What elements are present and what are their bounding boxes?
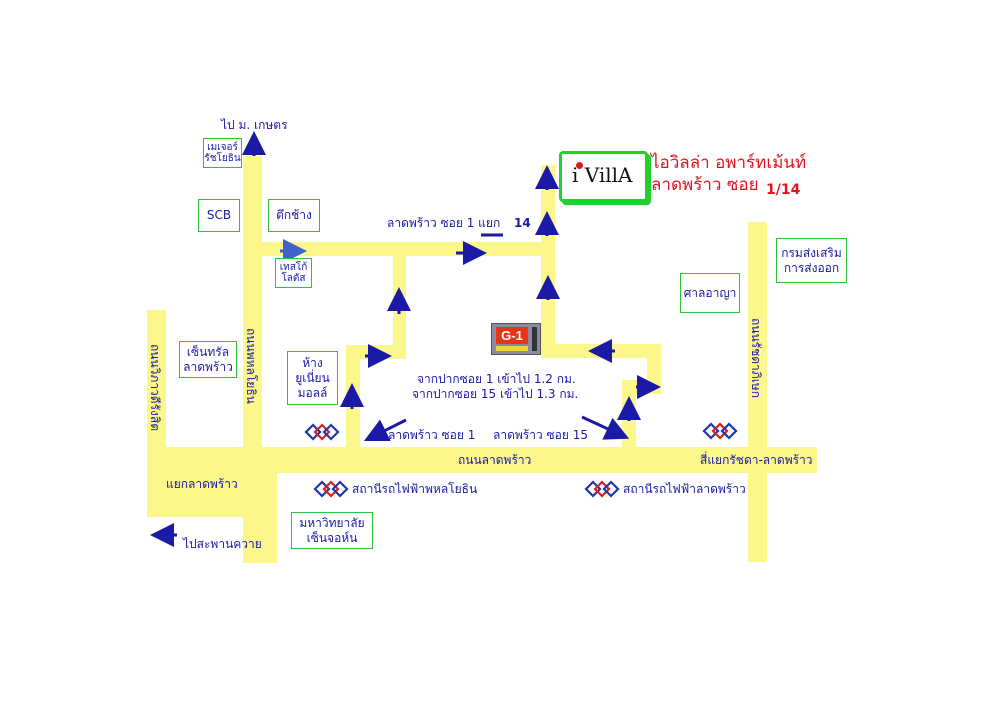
label-to-ku: ไป ม. เกษตร bbox=[221, 118, 288, 132]
landmark-criminal-court: ศาลอาญา bbox=[680, 273, 740, 313]
direction-arrows bbox=[150, 131, 661, 547]
label-ladprao-intersection: แยกลาดพร้าว bbox=[166, 477, 238, 491]
label-soi1-yaek14-num: 14 bbox=[514, 216, 531, 230]
label-ratchada-intersection: สี่แยกรัชดา-ลาดพร้าว bbox=[700, 453, 813, 467]
union-line2: ยูเนี่ยน bbox=[295, 370, 330, 385]
scb-label: SCB bbox=[206, 208, 232, 222]
univ-line1: มหาวิทยาลัย bbox=[299, 515, 365, 530]
label-to-saphan-khwai: ไปสะพานควาย bbox=[183, 537, 262, 551]
central-line1: เซ็นทรัล bbox=[186, 344, 230, 359]
bts-logos bbox=[304, 422, 738, 498]
label-soi1: ลาดพร้าว ซอย 1 bbox=[388, 428, 476, 442]
road-ratchadaphisek bbox=[748, 222, 767, 562]
major-line1: เมเจอร์ bbox=[207, 142, 238, 153]
tesco-line2: โลตัส bbox=[281, 273, 306, 284]
ivilla-logo: i VillA bbox=[559, 151, 648, 202]
road-top-stub bbox=[243, 156, 262, 178]
g1-sign: G-1 bbox=[491, 323, 541, 355]
label-bts-phahonyothin: สถานีรถไฟฟ้าพหลโยธิน bbox=[352, 482, 478, 496]
label-ladprao-road: ถนนลาดพร้าว bbox=[458, 453, 532, 467]
major-line2: รัชโยธิน bbox=[204, 153, 241, 164]
bts-logo-2 bbox=[702, 422, 738, 440]
road-vibhavadi bbox=[147, 310, 166, 450]
court-label: ศาลอาญา bbox=[683, 285, 737, 300]
export-line2: การส่งออก bbox=[783, 260, 840, 275]
bts-logo-4 bbox=[584, 480, 620, 498]
label-ratchadaphisek: ถนนรัชดาภิเษก bbox=[749, 318, 763, 398]
union-line1: ห้าง bbox=[302, 355, 323, 370]
tesco-line1: เทสโก้ bbox=[279, 262, 308, 273]
landmark-central-ladprao: เซ็นทรัล ลาดพร้าว bbox=[179, 341, 237, 378]
g1-sign-strip bbox=[496, 346, 528, 351]
arrow-soi15-entry bbox=[581, 415, 630, 440]
bts-logo-1 bbox=[304, 423, 340, 441]
title-line2: ลาดพร้าว ซอย bbox=[651, 175, 759, 195]
central-line2: ลาดพร้าว bbox=[183, 359, 233, 374]
logo-text: i VillA bbox=[572, 163, 633, 187]
title-soi-number: 1/14 bbox=[766, 182, 801, 198]
arrow-soi1-entry bbox=[363, 418, 407, 442]
landmark-union-mall: ห้าง ยูเนี่ยน มอลล์ bbox=[287, 351, 338, 405]
union-line3: มอลล์ bbox=[297, 385, 328, 400]
label-bts-ladprao: สถานีรถไฟฟ้าลาดพร้าว bbox=[623, 482, 746, 496]
label-distance-soi15: จากปากซอย 15 เข้าไป 1.3 กม. bbox=[412, 387, 579, 401]
bts-logo-3 bbox=[313, 480, 349, 498]
g1-sign-side bbox=[532, 327, 537, 351]
logo-dot-icon bbox=[576, 162, 583, 169]
landmark-export-dept: กรมส่งเสริม การส่งออก bbox=[776, 238, 847, 283]
landmark-elephant-building: ตึกช้าง bbox=[268, 199, 320, 232]
export-line1: กรมส่งเสริม bbox=[781, 245, 842, 260]
univ-line2: เซ็นจอห์น bbox=[306, 530, 358, 545]
landmark-st-john-univ: มหาวิทยาลัย เซ็นจอห์น bbox=[291, 512, 373, 549]
g1-sign-text: G-1 bbox=[496, 327, 528, 344]
label-vibhavadi: ถนนวิภาวดีรังสิต bbox=[148, 344, 162, 432]
landmark-major-cineplex: เมเจอร์ รัชโยธิน bbox=[203, 138, 242, 168]
label-soi1-yaek14: ลาดพร้าว ซอย 1 แยก bbox=[387, 216, 501, 230]
landmark-tesco-lotus: เทสโก้ โลตัส bbox=[275, 258, 312, 288]
road-ladprao-west bbox=[147, 447, 277, 517]
label-distance-soi1: จากปากซอย 1 เข้าไป 1.2 กม. bbox=[417, 372, 576, 386]
label-phahonyothin: ถนนพหลโยธิน bbox=[244, 328, 258, 404]
label-soi15: ลาดพร้าว ซอย 15 bbox=[493, 428, 588, 442]
road-phahonyothin bbox=[243, 156, 262, 486]
landmark-scb: SCB bbox=[198, 199, 240, 232]
title-line1: ไอวิลล่า อพาร์ทเม้นท์ bbox=[651, 153, 807, 173]
elephant-label: ตึกช้าง bbox=[276, 208, 312, 222]
